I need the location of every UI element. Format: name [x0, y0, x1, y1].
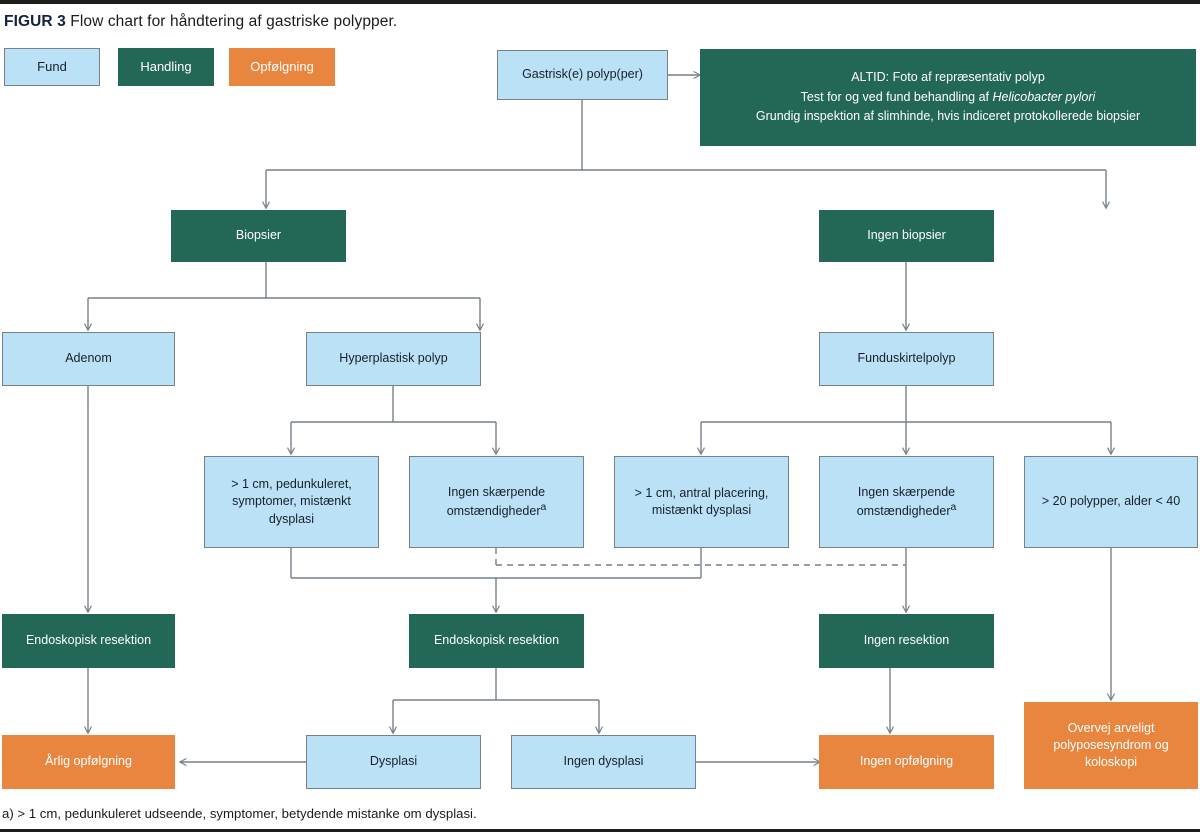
altid-line-2: Test for og ved fund behandling af Helic…	[801, 88, 1096, 107]
node-label: > 1 cm, pedunkuleret, symptomer, mistænk…	[231, 477, 352, 526]
node-label: Hyperplastisk polyp	[339, 351, 448, 366]
node-label: Dysplasi	[369, 754, 418, 769]
node-dysplasi[interactable]: Dysplasi	[306, 735, 481, 789]
node-funduskirtel-criteria[interactable]: > 1 cm, antral placering, mistænkt dyspl…	[614, 456, 789, 548]
node-label: Adenom	[65, 351, 112, 366]
node-label: Ingen skærpende omstændighedera	[826, 484, 987, 521]
node-label: Overvej arveligt polyposesyndrom og kolo…	[1053, 720, 1169, 770]
node-label-text: Ingen skærpende omstændigheder	[856, 484, 956, 519]
legend-item-handling: Handling	[118, 48, 214, 86]
legend-label-opfolgning: Opfølgning	[250, 59, 314, 75]
node-overvej-arveligt[interactable]: Overvej arveligt polyposesyndrom og kolo…	[1024, 702, 1198, 789]
node-hyperplastisk-polyp[interactable]: Hyperplastisk polyp	[306, 332, 481, 386]
node-gastriske-polypper[interactable]: Gastrisk(e) polyp(per)	[497, 50, 668, 100]
node-label: Ingen resektion	[863, 633, 950, 648]
node-label: Gastrisk(e) polyp(per)	[522, 67, 643, 82]
node-hyperplastisk-criteria[interactable]: > 1 cm, pedunkuleret, symptomer, mistænk…	[204, 456, 379, 548]
altid-line-3: Grundig inspektion af slimhinde, hvis in…	[755, 109, 1141, 124]
node-ingen-dysplasi[interactable]: Ingen dysplasi	[511, 735, 696, 789]
node-label: Biopsier	[235, 228, 282, 243]
node-hyperplastisk-no-criteria[interactable]: Ingen skærpende omstændighedera	[409, 456, 584, 548]
altid-line-2-prefix: Test for og ved fund behandling af	[800, 89, 993, 104]
node-funduskirtelpolyp[interactable]: Funduskirtelpolyp	[819, 332, 994, 386]
node-label: > 20 polypper, alder < 40	[1041, 494, 1181, 509]
node-label: Endoskopisk resektion	[433, 633, 560, 648]
page-title: FIGUR 3 Flow chart for håndtering af gas…	[4, 13, 397, 31]
node-label: Ingen biopsier	[867, 228, 946, 243]
figure-caption-text: Flow chart for håndtering af gastriske p…	[70, 13, 398, 30]
altid-line-1: ALTID: Foto af repræsentativ polyp	[851, 70, 1045, 85]
legend-item-opfolgning: Opfølgning	[229, 48, 335, 86]
legend-label-fund: Fund	[37, 59, 67, 75]
top-divider	[0, 0, 1200, 4]
node-ingen-resektion[interactable]: Ingen resektion	[819, 614, 994, 668]
node-label: Ingen skærpende omstændighedera	[416, 484, 577, 521]
figure-label: FIGUR 3	[4, 13, 66, 30]
altid-line-2-species: Helicobacter pylori	[992, 89, 1096, 104]
legend-label-handling: Handling	[140, 59, 192, 75]
bottom-divider	[0, 829, 1200, 832]
node-funduskirtel-no-criteria[interactable]: Ingen skærpende omstændighedera	[819, 456, 994, 548]
footnote-text: a) > 1 cm, pedunkuleret udseende, sympto…	[2, 806, 477, 821]
node-label: Ingen dysplasi	[563, 754, 644, 769]
node-endoskopisk-resektion-left[interactable]: Endoskopisk resektion	[2, 614, 175, 668]
node-adenom[interactable]: Adenom	[2, 332, 175, 386]
footnote-marker-a: a	[950, 501, 957, 513]
legend-item-fund: Fund	[4, 48, 100, 86]
node-endoskopisk-resektion-mid[interactable]: Endoskopisk resektion	[409, 614, 584, 668]
node-ingen-biopsier[interactable]: Ingen biopsier	[819, 210, 994, 262]
node-aarlig-opfolgning[interactable]: Årlig opfølgning	[2, 735, 175, 789]
node-label: Årlig opfølgning	[45, 754, 132, 769]
node-altid-instructions[interactable]: ALTID: Foto af repræsentativ polyp Test …	[700, 49, 1196, 146]
footnote-marker-a: a	[540, 501, 547, 513]
node-ingen-opfolgning[interactable]: Ingen opfølgning	[819, 735, 994, 789]
node-label: > 1 cm, antral placering, mistænkt dyspl…	[634, 485, 769, 517]
node-label: Endoskopisk resektion	[25, 633, 152, 648]
node-label: Funduskirtelpolyp	[857, 351, 956, 366]
node-funduskirtel-many-polyps[interactable]: > 20 polypper, alder < 40	[1024, 456, 1198, 548]
node-label: Ingen opfølgning	[859, 754, 954, 769]
node-label-text: Ingen skærpende omstændigheder	[446, 484, 546, 519]
node-biopsier[interactable]: Biopsier	[171, 210, 346, 262]
